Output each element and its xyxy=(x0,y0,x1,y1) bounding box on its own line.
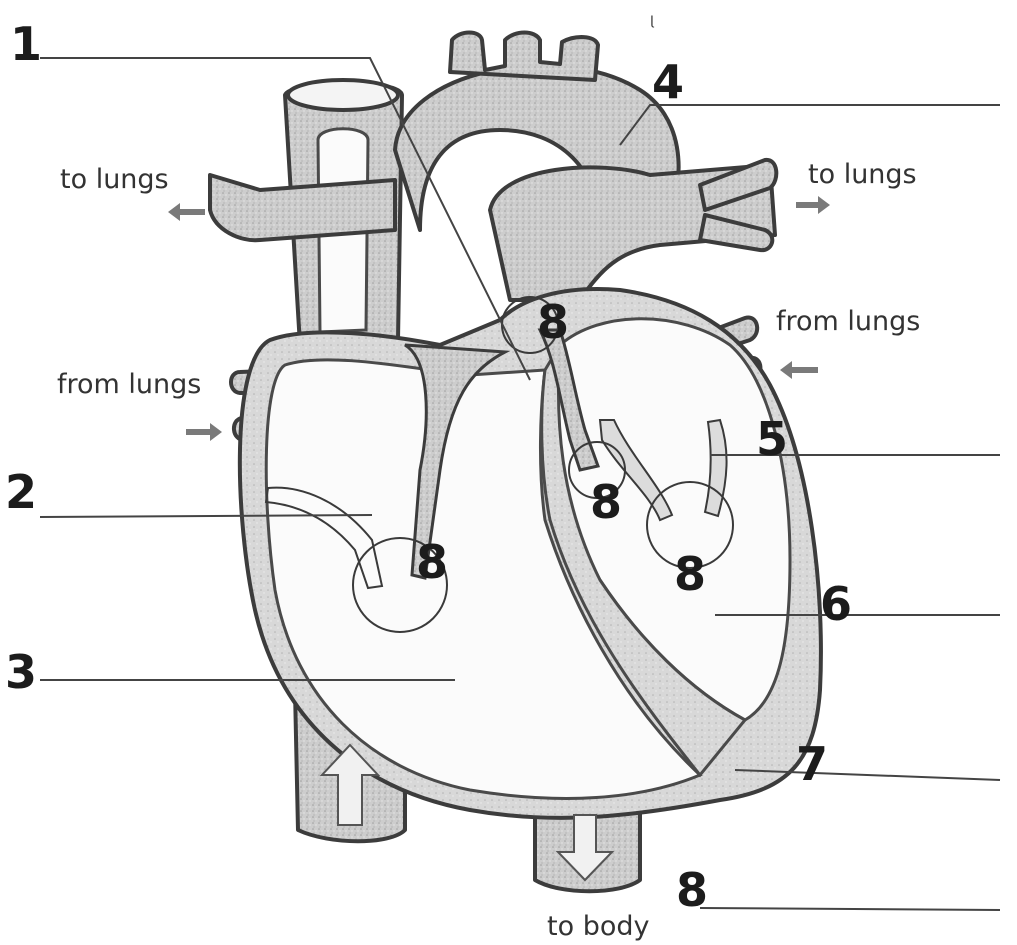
hand-number-2: 2 xyxy=(5,465,37,519)
hand-number-8-valve-top: 8 xyxy=(537,295,569,349)
hand-number-4: 4 xyxy=(652,55,684,109)
label-from-lungs-left: from lungs xyxy=(57,369,201,400)
hand-number-8-valve-mid: 8 xyxy=(590,475,622,529)
hand-mark-top: ᶩ xyxy=(650,13,656,38)
leader-8 xyxy=(700,908,1000,910)
hand-number-5: 5 xyxy=(756,412,788,466)
aortic-branches xyxy=(450,33,598,81)
hand-number-8-valve-right: 8 xyxy=(674,547,706,601)
hand-number-7: 7 xyxy=(796,737,828,791)
superior-vena-cava-opening xyxy=(288,80,398,110)
label-from-lungs-right: from lungs xyxy=(776,306,920,337)
label-to-lungs-left: to lungs xyxy=(60,164,169,195)
arrow-to-lungs-right xyxy=(796,196,830,214)
hand-number-3: 3 xyxy=(5,645,37,699)
arrow-to-lungs-left xyxy=(168,203,205,221)
hand-number-6: 6 xyxy=(820,577,852,631)
arrow-from-lungs-left xyxy=(186,423,222,441)
label-to-lungs-right: to lungs xyxy=(808,159,917,190)
hand-number-8-valve-left: 8 xyxy=(416,535,448,589)
hand-number-1: 1 xyxy=(10,17,42,71)
hand-number-8-bottom: 8 xyxy=(676,863,708,917)
arrow-from-lungs-right xyxy=(780,361,818,379)
label-to-body: to body xyxy=(547,911,649,942)
